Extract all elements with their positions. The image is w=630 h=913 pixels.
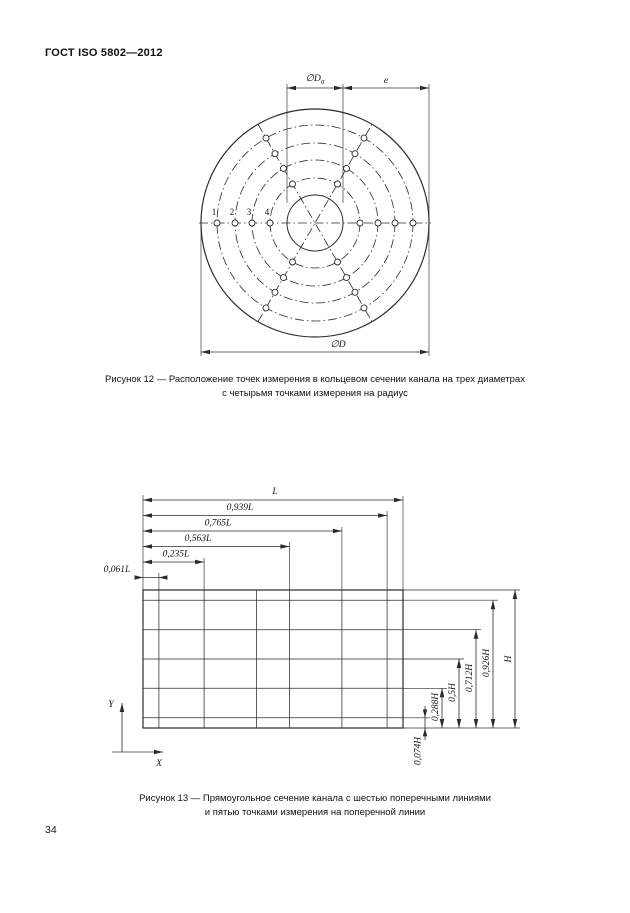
fig12-dim-label-d: ∅D xyxy=(330,340,345,350)
figure13-caption: Рисунок 13 — Прямоугольное сечение канал… xyxy=(0,792,630,819)
dim-label-0712H: 0,712H xyxy=(465,663,475,692)
dim-label-0926H: 0,926H xyxy=(482,648,492,677)
fig13-top-extension-lines xyxy=(142,495,404,590)
fig13-right-extension-lines xyxy=(403,589,520,729)
fig12-measurement-points xyxy=(213,134,417,312)
figure13-rectangular-section: L 0,939L 0,765L 0,563L 0,235L 0,061L xyxy=(104,487,520,769)
fig13-top-dimension-lines xyxy=(134,497,403,580)
point-label-3: 3 xyxy=(247,207,252,217)
page-header: ГОСТ ISO 5802—2012 xyxy=(45,47,163,59)
x-axis-label: X xyxy=(155,759,163,769)
dim-label-0563L: 0,563L xyxy=(185,534,212,544)
point-label-4: 4 xyxy=(265,207,270,217)
dim-label-0061L: 0,061L xyxy=(104,565,131,575)
fig13-measurement-lines xyxy=(143,599,403,719)
figure12-caption: Рисунок 12 — Расположение точек измерени… xyxy=(0,373,630,400)
figure13-caption-line2: и пятью точками измерения на поперечной … xyxy=(204,806,426,818)
fig13-right-dimension-lines xyxy=(422,590,518,740)
dim-label-H: H xyxy=(504,654,514,663)
fig12-extension-lines xyxy=(200,84,430,356)
fig13-top-dimension-labels: L 0,939L 0,765L 0,563L 0,235L 0,061L xyxy=(104,487,278,575)
fig13-coordinate-axes: Y X xyxy=(108,700,163,769)
figure12-caption-line2: с четырьмя точками измерения на радиус xyxy=(222,387,408,399)
page-number: 34 xyxy=(45,824,57,836)
fig12-outer-circle xyxy=(200,108,430,338)
point-label-2: 2 xyxy=(230,207,235,217)
fig12-point-labels: 1 2 3 4 xyxy=(212,207,270,217)
dim-label-0939L: 0,939L xyxy=(227,503,254,513)
fig12-dimension-lines xyxy=(201,85,429,355)
figure13-caption-line1: Рисунок 13 — Прямоугольное сечение канал… xyxy=(139,793,491,804)
fig12-dim-label-da: ∅Da xyxy=(306,74,325,86)
figure12-annular-section: 1 2 3 4 ∅Da e ∅D xyxy=(199,74,431,356)
dim-label-0074H: 0,074H xyxy=(414,736,424,765)
dim-label-0765L: 0,765L xyxy=(205,519,232,529)
figure12-caption-line1: Рисунок 12 — Расположение точек измерени… xyxy=(105,374,525,385)
y-axis-label: Y xyxy=(108,700,115,710)
fig12-hub-circle xyxy=(286,194,344,252)
dim-label-0288H: 0,288H xyxy=(431,692,441,721)
point-label-1: 1 xyxy=(212,207,217,217)
fig13-right-dimension-labels: 0,074H 0,288H 0,5H 0,712H 0,926H H xyxy=(414,648,515,765)
dim-label-0235L: 0,235L xyxy=(163,550,190,560)
dim-label-L: L xyxy=(271,487,277,497)
fig12-dim-label-e: e xyxy=(384,76,388,86)
dim-label-05H: 0,5H xyxy=(448,682,458,702)
